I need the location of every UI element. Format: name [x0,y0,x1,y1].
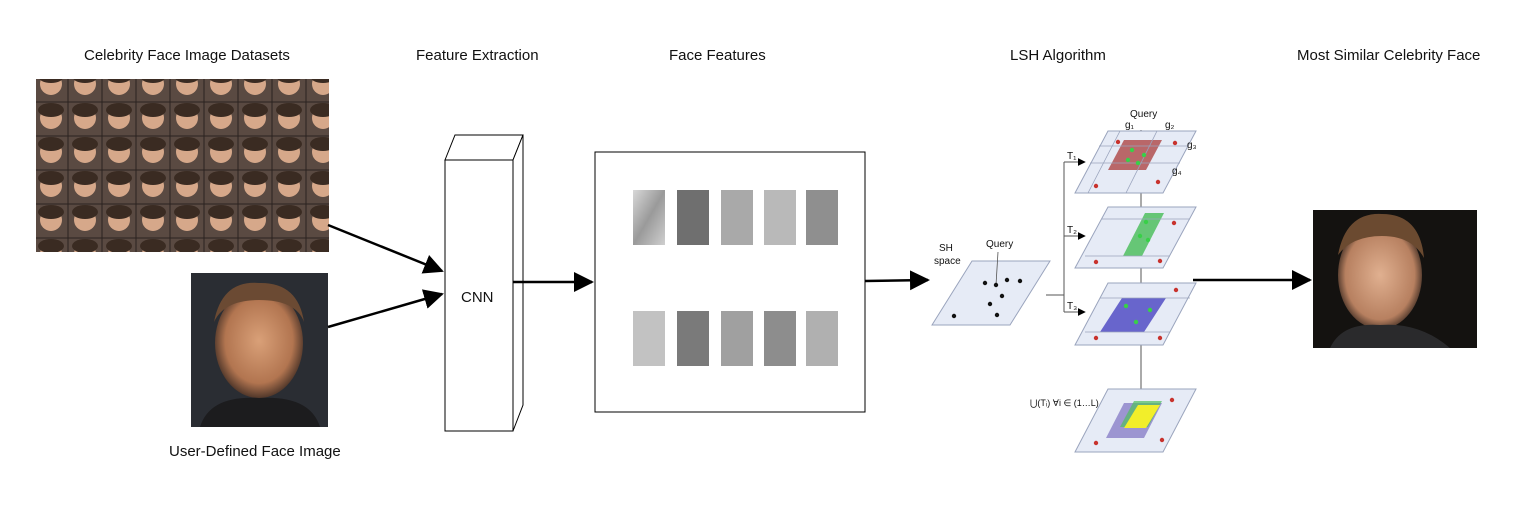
feature-maps-row-1 [633,190,838,245]
result-face-image [1313,210,1477,348]
arrow-datasets-to-cnn [327,223,444,274]
stage-label-lsh: LSH Algorithm [1010,47,1106,64]
stage-label-features: Face Features [669,47,766,64]
cnn-label: CNN [461,289,494,306]
hash-table-1 [1074,130,1197,194]
stage-label-result: Most Similar Celebrity Face [1297,47,1481,64]
sh-space-plane [931,251,1051,326]
hash-t1-label: T₁ [1067,151,1077,162]
arrow-user-to-cnn [327,289,444,329]
feature-maps-row-2 [633,311,838,366]
hash-union-label: ⋃(Tᵢ) ∀i ∈ (1…L) [1030,398,1099,408]
sh-space-label-line1: SH [939,243,953,254]
hash-table-3 [1074,282,1197,346]
hash-t2-label: T₂ [1067,225,1077,236]
arrow-features-to-lsh [864,270,930,291]
hash-g2-label: g₂ [1165,120,1175,131]
hash-t3-label: T₃ [1067,301,1078,312]
union-plane [1074,388,1197,453]
stage-label-datasets: Celebrity Face Image Datasets [84,47,290,64]
celebrity-dataset-collage [36,79,329,252]
user-image-label: User-Defined Face Image [169,443,341,460]
sh-space-query-label: Query [986,239,1014,250]
hash-g1-label: g₁ [1125,120,1134,131]
hash-g4-label: g₄ [1172,166,1182,177]
sh-space-points [951,277,1023,319]
hash-g3-label: g₃ [1187,140,1197,151]
flow-arrows [327,223,1312,329]
sh-space-label-line2: space [934,256,961,267]
stage-label-extraction: Feature Extraction [416,47,539,64]
face-features-panel [594,151,866,413]
hash-query-label: Query [1130,109,1158,120]
cnn-block [444,134,524,432]
hash-table-2 [1074,206,1197,269]
user-face-image [191,273,328,427]
